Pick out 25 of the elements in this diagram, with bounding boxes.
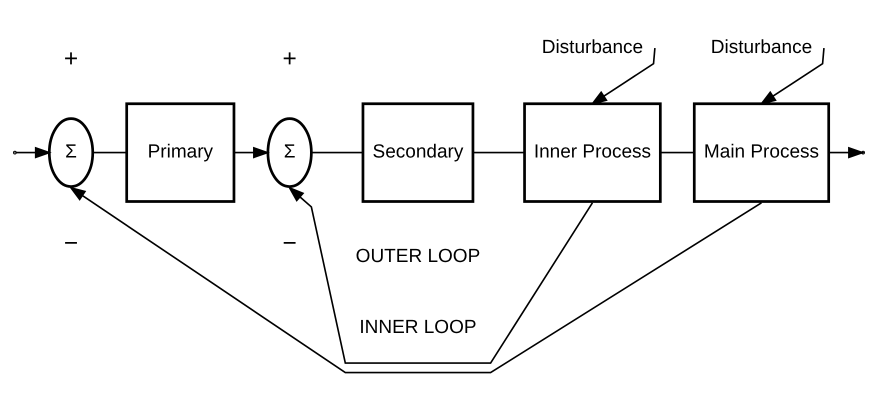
label: − [64, 229, 78, 256]
label: OUTER LOOP [356, 246, 480, 267]
node-text: Disturbance [710, 36, 812, 58]
arrow [288, 186, 594, 364]
node-box: Main Process [692, 102, 830, 202]
connector [312, 151, 363, 153]
connector [473, 151, 524, 153]
node-box: Secondary [362, 102, 474, 202]
node-text: Disturbance [542, 36, 644, 58]
connector [92, 151, 127, 153]
label: − [282, 229, 297, 256]
arrow [16, 146, 52, 158]
label: INNER LOOP [359, 316, 477, 338]
node-box: Primary [125, 102, 236, 202]
arrow [590, 47, 656, 105]
label: + [282, 44, 297, 72]
arrow [828, 146, 865, 158]
label: + [64, 44, 78, 72]
arrow [234, 146, 270, 158]
node-box: Inner Process [523, 102, 662, 202]
node-ellipse: Σ [266, 116, 313, 188]
arrow [68, 186, 762, 373]
node-ellipse: Σ [48, 116, 94, 188]
connector [660, 151, 694, 153]
arrow [759, 47, 825, 105]
